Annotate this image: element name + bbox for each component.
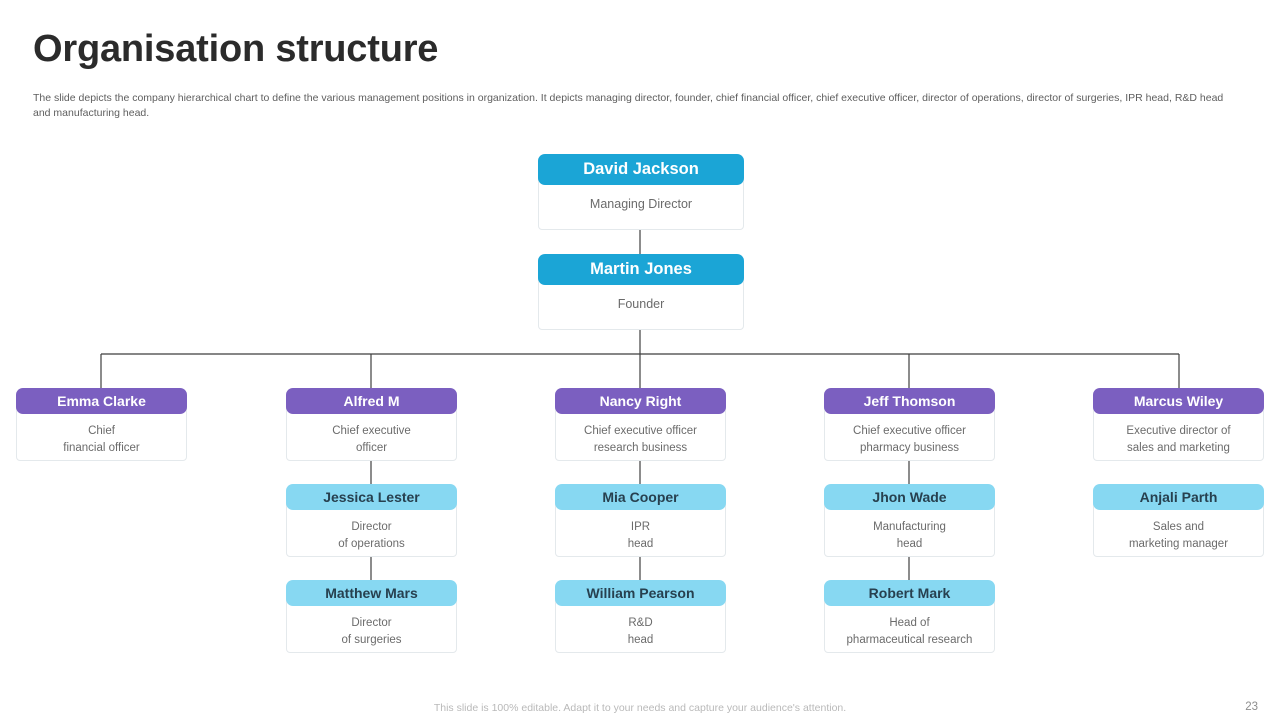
org-node-role: Chief executive officer [332,425,411,454]
org-node-role: Director of operations [338,521,405,550]
org-node-role: Head of pharmaceutical research [846,617,973,646]
footer-note: This slide is 100% editable. Adapt it to… [433,702,847,714]
org-node-name: Nancy Right [555,388,726,414]
org-node-role: Director of surgeries [341,617,402,646]
org-node-name: Robert Mark [824,580,995,606]
org-node-role: IPR head [627,521,654,550]
org-node-role: Managing Director [589,197,693,211]
org-node-role: Chief financial officer [63,425,140,454]
org-node-name: Jessica Lester [286,484,457,510]
org-node-role: Chief executive officer pharmacy busines… [853,425,966,454]
page-title: Organisation structure [33,28,439,70]
org-node-name: Matthew Mars [286,580,457,606]
org-node-name: William Pearson [555,580,726,606]
org-node-name: Martin Jones [538,254,744,285]
org-node-name: Jeff Thomson [824,388,995,414]
org-node-role: Manufacturing head [873,521,946,550]
org-node-role: Founder [617,297,665,311]
org-node-name: Alfred M [286,388,457,414]
org-node-name: Jhon Wade [824,484,995,510]
org-node-role: Executive director of sales and marketin… [1126,425,1231,454]
org-node-name: Emma Clarke [16,388,187,414]
org-node-name: Mia Cooper [555,484,726,510]
page-number: 23 [1245,701,1258,713]
org-node-role: Chief executive officer research busines… [584,425,697,454]
org-node-role: Sales and marketing manager [1128,521,1229,550]
org-node-role: R&D head [627,617,654,646]
org-node-name: David Jackson [538,154,744,185]
org-node-alfred-m[interactable]: Alfred M Chief executive officer [286,388,457,461]
org-node-name: Marcus Wiley [1093,388,1264,414]
slide-description: The slide depicts the company hierarchic… [33,92,1224,119]
org-node-name: Anjali Parth [1093,484,1264,510]
